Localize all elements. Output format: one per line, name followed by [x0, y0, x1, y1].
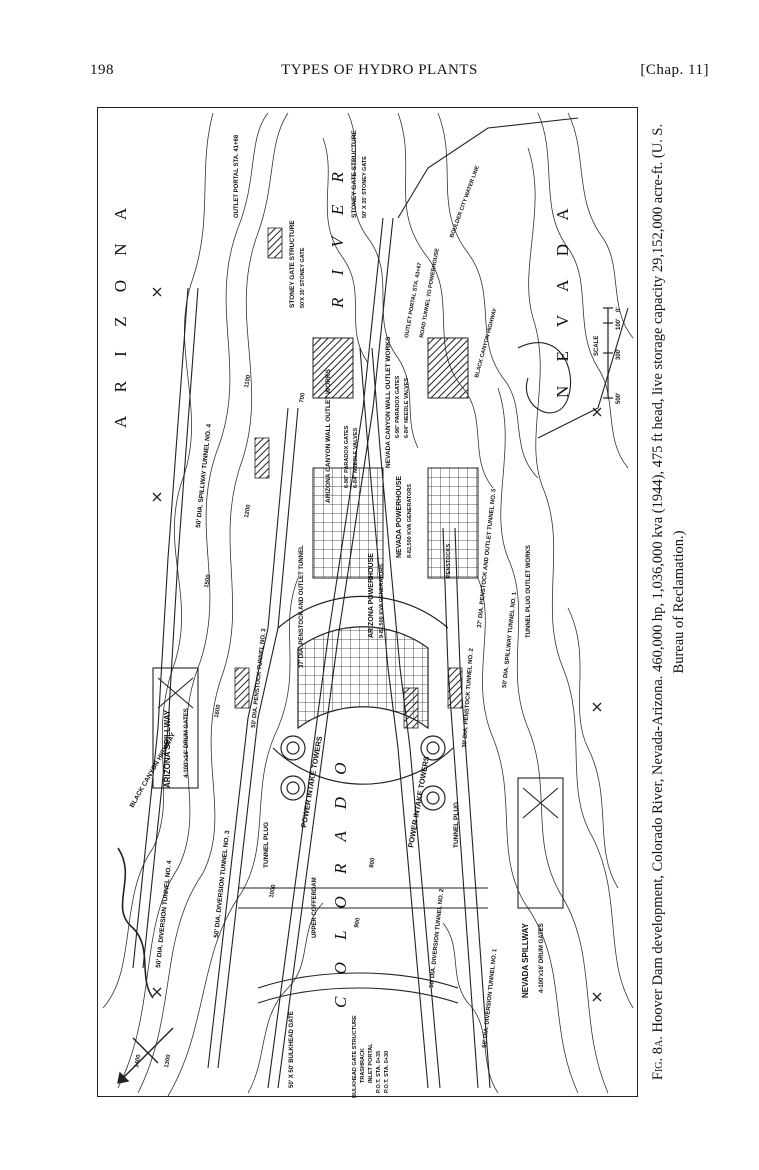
contour-label: 1600 — [214, 704, 222, 719]
figure-caption: Fig. 8a. Hoover Dam development, Colorad… — [648, 107, 708, 1097]
outlet-portal-upper-label: OUTLET PORTAL STA. 41+68 — [234, 134, 240, 218]
nevada-powerhouse-label: NEVADA POWERHOUSE — [396, 476, 403, 558]
contour-label: 1500 — [204, 574, 212, 589]
nevada-spillway-gates-label: 4-100'x16' DRUM GATES — [539, 923, 545, 993]
arizona-powerhouse-label: ARIZONA POWERHOUSE — [368, 553, 375, 638]
scale-300-label: 300' — [616, 348, 622, 360]
scale-100-label: 100' — [616, 318, 622, 330]
cofferdam-and-spillways — [117, 117, 629, 1004]
running-head: 198 TYPES OF HYDRO PLANTS [Chap. 11] — [0, 62, 759, 86]
stoney-gate-lower-label: STONEY GATE STRUCTURE — [351, 130, 358, 218]
diversion-tunnel-1-label: 50' DIA. DIVERSION TUNNEL NO. 1 — [482, 948, 498, 1048]
survey-marks — [152, 287, 602, 1002]
penstocks-label: PENSTOCKS — [446, 544, 452, 578]
penstock-tunnel-5-label: 37' DIA. PENSTOCK AND OUTLET TUNNEL NO. … — [477, 488, 498, 629]
contour-label: 700 — [299, 392, 307, 404]
chapter-reference: [Chap. 11] — [640, 62, 709, 78]
contour-elevations: 1300 1400 1500 1200 1100 1000 900 800 70… — [134, 374, 377, 1069]
page-number: 198 — [90, 62, 114, 78]
hoover-dam — [272, 595, 454, 785]
power-intake-towers — [280, 735, 446, 811]
black-canyon-highway-lower-label: BLACK CANYON HIGHWAY — [474, 307, 498, 378]
boulder-city-label: BOULDER CITY WATER LINE — [449, 165, 481, 239]
arizona-label: A R I Z O N A — [111, 198, 130, 428]
arizona-spillway-gates-label: 4-100'x16' DRUM GATES — [184, 708, 190, 778]
bulkhead-gate-upper-label: 50' X 50' BULKHEAD GATE — [289, 1011, 295, 1088]
inlet-portal-label: INLET PORTAL — [368, 1043, 374, 1083]
penstock-tunnel-2-label: 30' DIA. PENSTOCK TUNNEL NO. 2 — [462, 647, 475, 748]
hoover-dam-site-map: A R I Z O N A N E V A D A C O L O R A D … — [97, 107, 638, 1098]
bulkhead-gate-structure-label: BULKHEAD GATE STRUCTURE — [352, 1015, 358, 1098]
contour-lines — [102, 112, 634, 1097]
arizona-canyon-wall-label: ARIZONA CANYON WALL OUTLET WORKS — [325, 368, 332, 503]
running-title: TYPES OF HYDRO PLANTS — [281, 62, 478, 78]
tunnel-plug-upper-label: TUNNEL PLUG — [263, 822, 270, 868]
power-intake-towers-lower-label: POWER INTAKE TOWERS — [406, 756, 431, 849]
map-drawing: A R I Z O N A N E V A D A C O L O R A D … — [102, 112, 634, 1098]
arizona-spillway-label: ARIZONA SPILLWAY — [163, 709, 172, 788]
contour-label: 1100 — [244, 374, 252, 389]
upper-cofferdam-label: UPPER COFFERDAM — [312, 877, 318, 938]
contour-label: 1000 — [269, 884, 277, 899]
tunnel-plug-lower-label: TUNNEL PLUG — [453, 802, 460, 848]
arizona-powerhouse-gen-label: 9-82,500 KVA GENERATORS — [379, 564, 385, 638]
contour-label: 800 — [369, 857, 377, 869]
powerhouses — [312, 337, 479, 579]
spillway-tunnel-1-label: 50' DIA. SPILLWAY TUNNEL NO. 1 — [502, 591, 518, 688]
arizona-canyon-gates-label: 6-96" PARADOX GATES — [344, 425, 350, 488]
nevada-powerhouse-gen-label: 8-82,500 KVA GENERATORS — [407, 484, 413, 558]
contour-label: 1200 — [244, 504, 252, 519]
stoney-gate-upper-size-label: 50'X 35' STONEY GATE — [300, 247, 306, 308]
scale-label: SCALE — [594, 336, 600, 356]
arizona-canyon-valves-label: 6-84" NEEDLE VALVES — [353, 427, 359, 488]
contour-label: 1300 — [164, 1054, 172, 1069]
stoney-gate-upper-label: STONEY GATE STRUCTURE — [289, 220, 296, 308]
north-arrow — [117, 1027, 174, 1084]
tunnel-plug-outlet-label: TUNNEL PLUG OUTLET WORKS — [526, 545, 532, 638]
nevada-spillway-label: NEVADA SPILLWAY — [521, 923, 530, 998]
nevada-canyon-wall-label: NEVADA CANYON WALL OUTLET WORKS — [385, 336, 392, 468]
scale-500-label: 500' — [616, 392, 622, 404]
river-label: R I V E R — [328, 163, 347, 309]
figure-caption-area: Fig. 8a. Hoover Dam development, Colorad… — [648, 107, 708, 1097]
stoney-gate-lower-size-label: 50' X 35' STONEY GATE — [362, 156, 368, 218]
penstock-outlet-tunnel-label: 37' DIA. PENSTOCK AND OUTLET TUNNEL — [299, 545, 305, 668]
scale-0-label: 0' — [616, 307, 622, 312]
nevada-canyon-gates-label: 6-96" PARADOX GATES — [395, 375, 401, 438]
station-upper-label: P.O.T. STA. 0+35 — [376, 1051, 382, 1093]
caption-text: Hoover Dam development, Colorado River, … — [650, 123, 687, 1033]
figure-number: Fig. 8a. — [650, 1036, 666, 1081]
nevada-canyon-valves-label: 6-84" NEEDLE VALVES — [404, 377, 410, 438]
state-and-river-names: A R I Z O N A N E V A D A C O L O R A D … — [111, 163, 572, 1008]
scale-bar — [603, 307, 613, 399]
contour-label: 1400 — [134, 1054, 142, 1069]
station-lower-label: P.O.T. STA. 0+30 — [384, 1051, 390, 1093]
nevada-label: N E V A D A — [553, 198, 572, 398]
colorado-label: C O L O R A D O — [331, 754, 350, 1009]
contour-label: 900 — [354, 917, 362, 929]
trashrack-label: TRASHRACK — [360, 1048, 366, 1083]
diversion-tunnel-2-label: 50' DIA. DIVERSION TUNNEL NO. 2 — [429, 888, 445, 988]
